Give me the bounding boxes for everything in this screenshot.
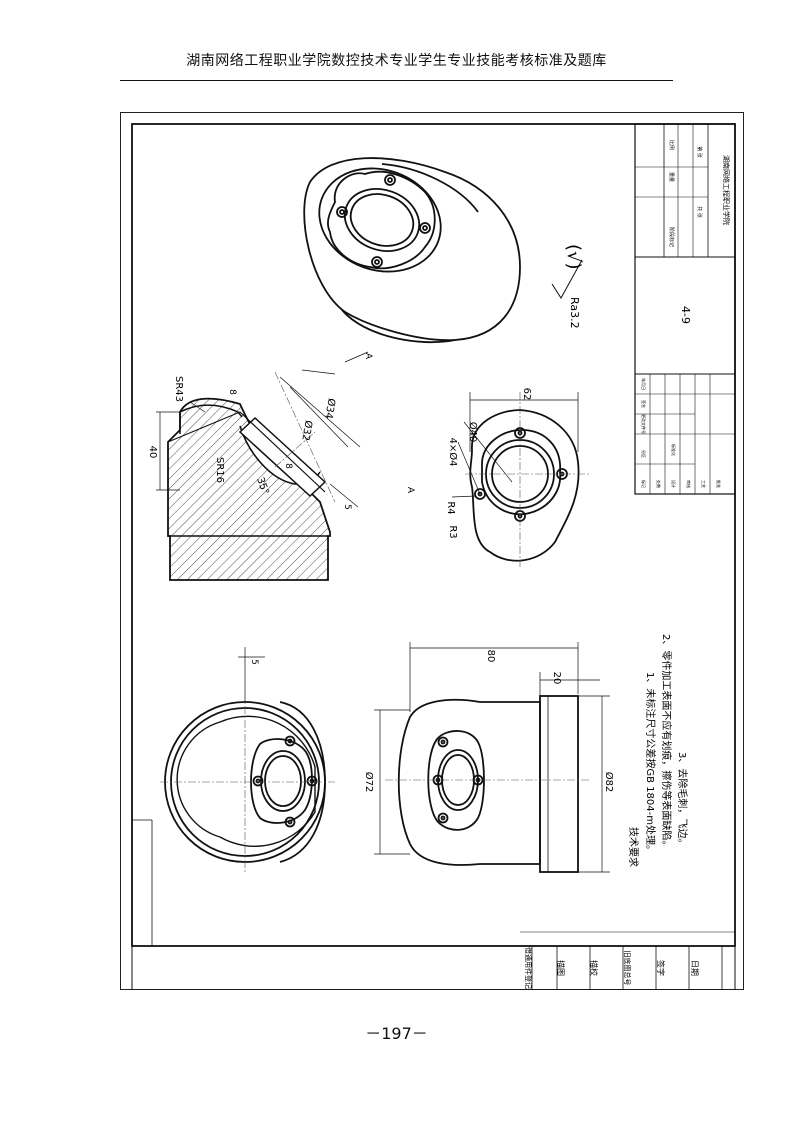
dim-dia34: Ø34 (322, 397, 337, 419)
header-rule (120, 80, 673, 81)
engineering-drawing: 湖南网络工程职业学院 阶段标记 重量 比例 共 张 第 张 4-9 标记 处数 … (120, 112, 744, 990)
side-table-register: 借通用件登记 (524, 947, 533, 989)
tech-req-item-2: 2、零件加工表面不应有划痕，擦伤等表面缺陷。 (660, 634, 673, 850)
dim-r3: R3 (447, 525, 458, 538)
rev-label-zone: 分区 (641, 450, 647, 458)
tech-requirements: 技术要求 1、未标注尺寸公差按GB 1804-m处理。 2、零件加工表面不应有划… (627, 634, 689, 867)
dim-sr43: SR43 (173, 376, 184, 402)
side-table-sign: 签字 (656, 960, 666, 976)
rev-label-sign: 签名 (641, 400, 647, 408)
dim-40: 40 (147, 446, 158, 459)
school-name: 湖南网络工程职业学院 (722, 155, 731, 225)
dim-dia72: Ø72 (363, 772, 375, 793)
role-approve: 批准 (716, 480, 722, 488)
std-label: 标准化 (671, 444, 677, 456)
dim-20: 20 (551, 672, 562, 685)
side-table-check: 描校 (589, 960, 599, 976)
dim-dia82: Ø82 (603, 772, 615, 793)
side-view (397, 695, 579, 873)
title-block: 湖南网络工程职业学院 阶段标记 重量 比例 共 张 第 张 4-9 标记 处数 … (634, 123, 736, 495)
role-review: 审核 (686, 480, 692, 488)
dim-r4: R4 (445, 501, 456, 514)
view-a-dimensions (451, 392, 590, 567)
stage-label: 阶段标记 (668, 227, 675, 247)
front-view-dimensions (160, 647, 335, 872)
dim-80: 80 (485, 650, 496, 663)
sheet-total-label: 共 张 (696, 206, 703, 218)
dim-sr16: SR16 (214, 457, 225, 483)
side-table (131, 819, 736, 990)
tech-req-item-3: 3、去除毛刺，飞边。 (676, 752, 689, 848)
side-table-trace: 描图 (556, 960, 566, 976)
surface-finish-ra: Ra3.2 (568, 297, 581, 329)
dim-8b: 8 (283, 463, 293, 469)
section-label-a: A (405, 487, 415, 494)
view-a (469, 409, 580, 562)
surface-finish-symbol: Ra3.2 (√) (551, 244, 584, 329)
tech-req-item-1: 1、未标注尺寸公差按GB 1804-m处理。 (644, 672, 657, 855)
dim-dia40: Ø40 (467, 422, 479, 443)
rev-label-mark: 标记 (641, 480, 647, 488)
rev-label-date: 年月日 (641, 378, 647, 390)
dim-62: 62 (521, 388, 532, 401)
tech-req-title: 技术要求 (627, 827, 640, 867)
page-number: －197－ (365, 1024, 428, 1043)
drawing-number: 4-9 (679, 306, 692, 324)
rev-label-file: 更改文件号 (641, 414, 647, 434)
rev-label-count: 处数 (656, 480, 662, 488)
sheet-no-label: 第 张 (696, 146, 703, 158)
dim-dia32: Ø32 (299, 419, 314, 441)
isometric-view (303, 157, 521, 343)
role-process: 工艺 (701, 480, 706, 488)
weight-label: 重量 (668, 172, 675, 182)
surface-finish-paren: (√) (563, 244, 584, 270)
dim-8a: 8 (227, 389, 237, 395)
dim-holes: 4×Ø4 (447, 438, 459, 467)
dim-5b: 5 (249, 659, 259, 665)
side-table-old-no: 旧底图总号 (623, 951, 632, 986)
section-dimensions (156, 351, 369, 508)
dim-5a: 5 (342, 504, 352, 510)
side-table-date: 日期 (690, 960, 699, 976)
section-label-a-top: A (363, 353, 373, 360)
scale-label: 比例 (668, 140, 675, 150)
page-header: 湖南网络工程职业学院数控技术专业学生专业技能考核标准及题库 (186, 53, 607, 69)
role-design: 设计 (671, 480, 677, 488)
section-view (167, 371, 336, 581)
side-view-dimensions (374, 642, 610, 873)
